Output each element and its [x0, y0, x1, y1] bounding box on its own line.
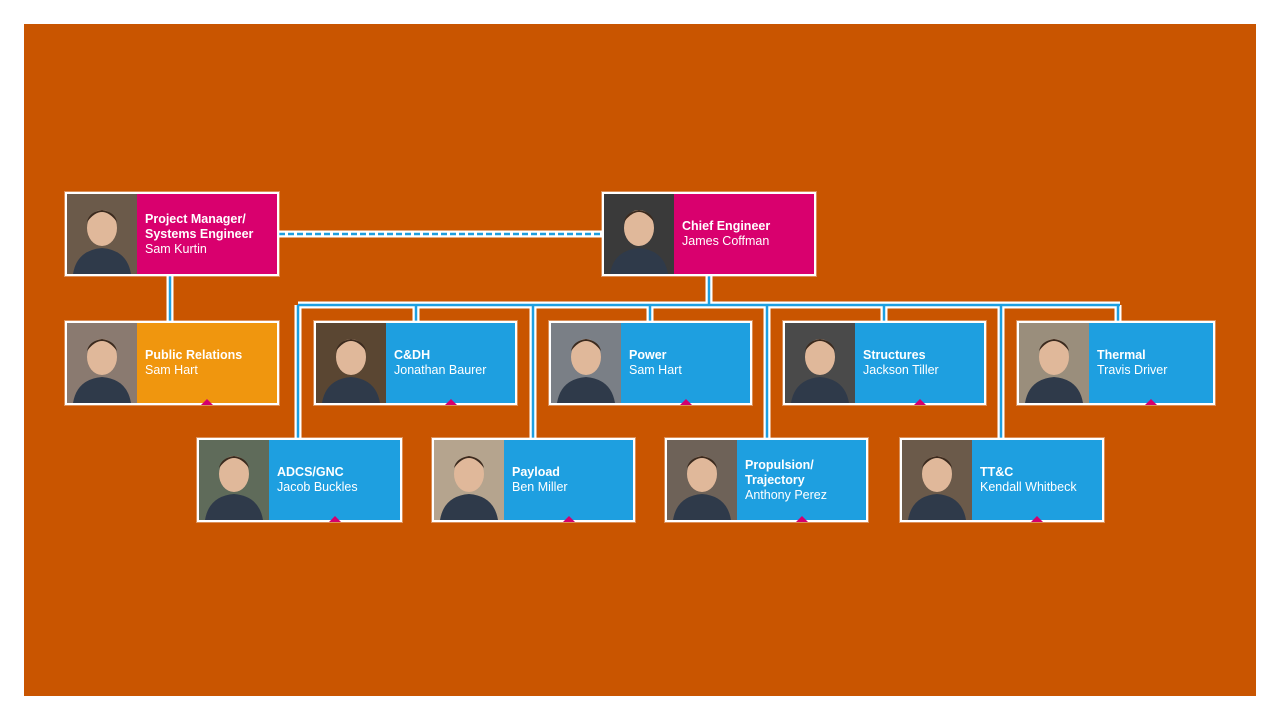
node-propulsion-trajectory: Propulsion/ Trajectory Anthony Perez — [665, 438, 868, 522]
person-name: Kendall Whitbeck — [980, 480, 1077, 494]
node-adcs-gnc: ADCS/GNC Jacob Buckles — [197, 438, 402, 522]
node-notch — [1145, 399, 1157, 405]
person-name: Travis Driver — [1097, 363, 1168, 377]
person-name: Sam Hart — [629, 363, 682, 377]
node-thermal: Thermal Travis Driver — [1017, 321, 1215, 405]
node-cdh: C&DH Jonathan Baurer — [314, 321, 517, 405]
role-label: Chief Engineer — [682, 219, 771, 233]
portrait-photo — [67, 323, 137, 403]
node-notch — [444, 399, 457, 405]
portrait-photo — [434, 440, 504, 520]
role-label: ADCS/GNC — [277, 465, 344, 479]
node-chief-engineer: Chief Engineer James Coffman — [602, 192, 816, 276]
node-notch — [562, 516, 575, 522]
portrait-photo — [1019, 323, 1089, 403]
portrait-photo — [551, 323, 621, 403]
node-public-relations: Public Relations Sam Hart — [65, 321, 279, 405]
person-name: Jonathan Baurer — [394, 363, 487, 377]
person-name: Sam Kurtin — [145, 241, 207, 256]
role-label: Structures — [863, 348, 926, 362]
person-name: Sam Hart — [145, 363, 198, 377]
portrait-photo — [604, 194, 674, 274]
role-label: Project Manager/ Systems Engineer — [145, 211, 254, 241]
portrait-photo — [67, 194, 137, 274]
node-payload: Payload Ben Miller — [432, 438, 635, 522]
role-label: Thermal — [1097, 348, 1146, 362]
node-notch — [328, 516, 341, 522]
person-name: Jacob Buckles — [277, 480, 358, 494]
portrait-photo — [199, 440, 269, 520]
node-notch — [795, 516, 808, 522]
portrait-photo — [785, 323, 855, 403]
role-label: Power — [629, 348, 667, 362]
role-label: Propulsion/ Trajectory — [745, 457, 814, 487]
person-name: James Coffman — [682, 234, 770, 248]
portrait-photo — [667, 440, 737, 520]
node-power: Power Sam Hart — [549, 321, 752, 405]
person-name: Jackson Tiller — [863, 363, 939, 377]
node-ttc: TT&C Kendall Whitbeck — [900, 438, 1104, 522]
node-structures: Structures Jackson Tiller — [783, 321, 986, 405]
node-notch — [679, 399, 692, 405]
portrait-photo — [902, 440, 972, 520]
node-notch — [201, 399, 213, 405]
node-notch — [913, 399, 926, 405]
role-label: Payload — [512, 465, 560, 479]
person-name: Anthony Perez — [745, 487, 827, 502]
node-notch — [1031, 516, 1043, 522]
node-project-manager: Project Manager/ Systems Engineer Sam Ku… — [65, 192, 279, 276]
role-label: TT&C — [980, 465, 1014, 479]
person-name: Ben Miller — [512, 480, 568, 494]
portrait-photo — [316, 323, 386, 403]
role-label: Public Relations — [145, 348, 243, 362]
role-label: C&DH — [394, 348, 431, 362]
